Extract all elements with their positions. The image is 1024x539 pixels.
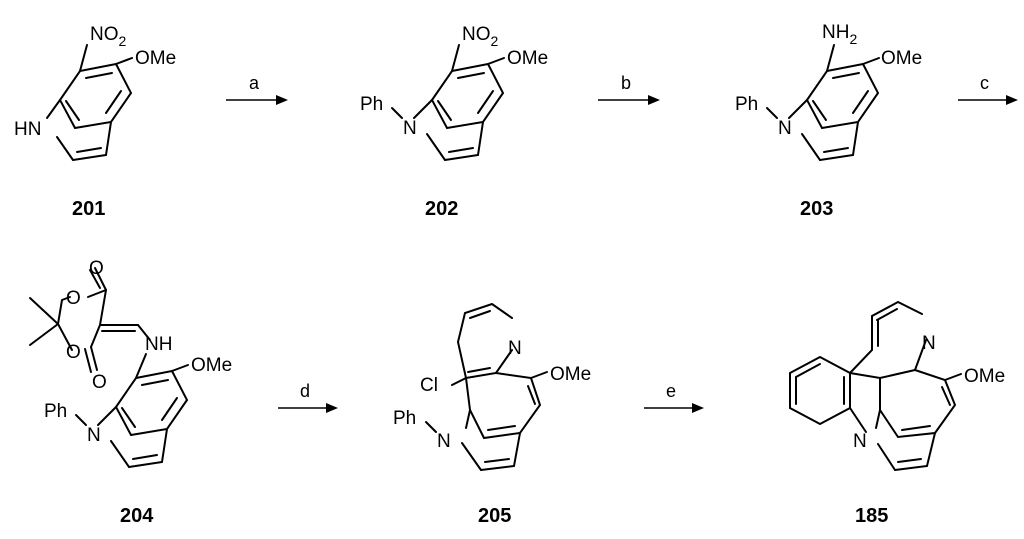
reagent-label-d: d: [300, 381, 310, 401]
reagent-label-b: b: [621, 73, 631, 93]
structure-203: NH2 OMe Ph N: [735, 22, 922, 161]
compound-label-204: 204: [120, 505, 154, 527]
structure-201: NO2 OMe HN: [14, 24, 176, 161]
atom-n: N: [922, 333, 936, 354]
atom-n: N: [87, 425, 101, 446]
atom-ome: OMe: [881, 48, 922, 69]
atom-ph: Ph: [360, 94, 383, 115]
atom-o: O: [66, 342, 81, 363]
atom-n: N: [778, 118, 792, 139]
structure-202: NO2 OMe Ph N: [360, 24, 548, 161]
atom-nh2: NH2: [822, 22, 857, 47]
structure-205: N Cl OMe Ph N: [393, 302, 591, 471]
atom-n: N: [403, 118, 417, 139]
atom-ome: OMe: [191, 355, 232, 376]
atom-ome: OMe: [550, 364, 591, 385]
compound-label-185: 185: [855, 505, 888, 527]
reaction-arrow-a: a: [226, 73, 288, 105]
reagent-label-e: e: [666, 381, 676, 401]
reagent-label-c: c: [980, 73, 989, 93]
reaction-arrow-e: e: [644, 381, 704, 413]
atom-o: O: [92, 372, 107, 393]
atom-nh: NH: [145, 334, 172, 355]
atom-ph: Ph: [735, 94, 758, 115]
atom-no2: NO2: [90, 24, 127, 49]
reaction-arrow-d: d: [278, 381, 338, 413]
compound-label-202: 202: [425, 198, 458, 220]
atom-n: N: [437, 431, 451, 452]
atom-ome: OMe: [507, 48, 548, 69]
atom-ome: OMe: [964, 366, 1005, 387]
atom-cl: Cl: [420, 375, 438, 396]
atom-hn: HN: [14, 119, 41, 140]
structure-204: O O O O NH OMe Ph N: [29, 258, 232, 468]
atom-ome: OMe: [135, 48, 176, 69]
compound-label-203: 203: [800, 198, 833, 220]
atom-no2: NO2: [462, 24, 499, 49]
atom-ph: Ph: [44, 401, 67, 422]
compound-label-205: 205: [478, 505, 511, 527]
atom-o: O: [66, 288, 81, 309]
structure-185: N OMe N: [789, 300, 1005, 471]
atom-n: N: [853, 431, 867, 452]
atom-ph: Ph: [393, 408, 416, 429]
atom-o: O: [89, 258, 104, 279]
atom-n: N: [508, 338, 522, 359]
reagent-label-a: a: [249, 73, 260, 93]
reaction-arrow-b: b: [598, 73, 660, 105]
reaction-arrow-c: c: [958, 73, 1018, 105]
compound-label-201: 201: [72, 198, 105, 220]
